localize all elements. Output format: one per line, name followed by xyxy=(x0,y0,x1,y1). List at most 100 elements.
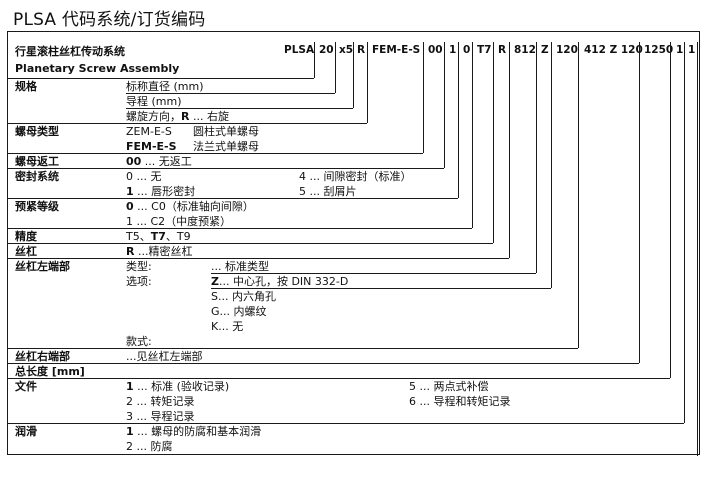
right-end-value: ...见丝杠左端部 xyxy=(126,350,203,363)
left-end-option-k: K... 无 xyxy=(211,320,244,333)
rule-diameter xyxy=(126,93,335,94)
leader-line-seal xyxy=(458,42,459,198)
leader-line-left-end-style xyxy=(578,42,579,348)
nut-rework-code: 00 xyxy=(126,155,142,168)
seal-option-5: 5 ... 刮屑片 xyxy=(299,185,357,198)
accuracy-post: 、T9 xyxy=(165,230,191,243)
rule-left-end-type xyxy=(211,273,536,274)
preload-option-0: 0 ... C0（标准轴向间隙） xyxy=(126,199,254,214)
preload-option-0-desc: ... C0（标准轴向间隙） xyxy=(133,200,254,213)
screw-code: R xyxy=(126,245,135,258)
rule-header xyxy=(8,78,314,79)
code-segment-left-end-style: 120 xyxy=(556,44,578,56)
code-segment-diameter: 20 xyxy=(319,44,334,56)
screw-desc: ...精密丝杠 xyxy=(134,245,193,258)
section-label-screw-end-left: 丝杠左端部 xyxy=(15,260,70,273)
section-label-seal: 密封系统 xyxy=(15,170,59,183)
section-label-accuracy: 精度 xyxy=(15,230,37,243)
nut-type-option2-code: FEM-E-S xyxy=(126,140,177,153)
spec-lead: 导程 (mm) xyxy=(126,95,182,108)
lube-option-1-code: 1 xyxy=(126,425,134,438)
seal-option-4: 4 ... 间隙密封（标准） xyxy=(299,170,412,183)
code-segment-left-end-type: 812 xyxy=(514,44,536,56)
code-segment-rework: 00 xyxy=(428,44,443,56)
rule-nut-type xyxy=(8,153,423,154)
leader-line-left-end-option xyxy=(551,42,552,288)
nut-type-option1-code: ZEM-E-S xyxy=(126,125,172,138)
section-label-documentation: 文件 xyxy=(15,380,37,393)
section-label-total-length: 总长度 [mm] xyxy=(15,365,85,378)
code-segment-lubrication: 1 xyxy=(688,44,696,56)
spec-diameter: 标称直径 (mm) xyxy=(126,80,204,93)
spec-direction-post: ... 右旋 xyxy=(189,110,229,123)
leader-line-direction xyxy=(367,42,368,123)
section-label-nut-rework: 螺母返工 xyxy=(15,155,59,168)
rule-seal xyxy=(8,198,458,199)
seal-option-1: 1 ... 唇形密封 xyxy=(126,184,195,199)
doc-option-2: 2 ... 转矩记录 xyxy=(126,395,195,408)
code-segment-documentation: 1 xyxy=(676,44,684,56)
left-end-type-value: ... 标准类型 xyxy=(211,260,269,273)
preload-option-0-code: 0 xyxy=(126,200,134,213)
seal-option-1-code: 1 xyxy=(126,185,134,198)
accuracy-pre: T5、 xyxy=(126,230,151,243)
nut-type-option1-desc: 圆柱式单螺母 xyxy=(193,125,259,138)
doc-option-6: 6 ... 导程和转矩记录 xyxy=(409,395,511,408)
rule-rework xyxy=(8,168,444,169)
leader-line-plsa xyxy=(314,42,315,78)
rule-left-end-option xyxy=(211,288,551,289)
left-end-style-label: 款式: xyxy=(126,335,152,348)
code-segment-seal: 1 xyxy=(449,44,457,56)
code-segment-right-end: 412 Z 120 xyxy=(584,44,643,56)
lube-option-2: 2 ... 防腐 xyxy=(126,440,173,453)
doc-option-5: 5 ... 两点式补偿 xyxy=(409,380,489,393)
doc-option-1-desc: ... 标准 (验收记录) xyxy=(133,380,230,393)
left-end-option-z-desc: ... 中心孔，按 DIN 332-D xyxy=(218,275,349,288)
page-title: PLSA 代码系统/订货编码 xyxy=(13,10,206,30)
seal-option-0: 0 ... 无 xyxy=(126,170,162,183)
leader-line-documentation xyxy=(684,42,685,423)
leader-line-preload xyxy=(472,42,473,228)
rule-screw xyxy=(8,258,509,259)
assembly-label-en: Planetary Screw Assembly xyxy=(15,62,180,75)
code-segment-accuracy: T7 xyxy=(477,44,492,56)
left-end-options-label: 选项: xyxy=(126,275,152,288)
assembly-label-zh: 行星滚柱丝杠传动系统 xyxy=(15,45,125,58)
rule-accuracy xyxy=(8,243,493,244)
nut-type-option2-desc: 法兰式单螺母 xyxy=(193,140,259,153)
section-label-screw-end-right: 丝杠右端部 xyxy=(15,350,70,363)
section-label-lubrication: 润滑 xyxy=(15,425,37,438)
left-end-type-label: 类型: xyxy=(126,260,152,273)
left-end-option-z: Z... 中心孔，按 DIN 332-D xyxy=(211,274,348,289)
preload-option-1: 1 ... C2（中度预紧） xyxy=(126,215,232,228)
ordering-code-table: 行星滚柱丝杠传动系统 Planetary Screw Assembly PLSA… xyxy=(7,31,700,456)
leader-line-accuracy xyxy=(493,42,494,243)
accuracy-selected: T7 xyxy=(150,230,166,243)
code-segment-direction: R xyxy=(357,44,366,56)
lube-option-1: 1 ... 螺母的防腐和基本润滑 xyxy=(126,424,261,439)
rule-left-end xyxy=(8,348,578,349)
accuracy-values: T5、T7、T9 xyxy=(126,229,191,244)
nut-rework-desc: ... 无返工 xyxy=(141,155,192,168)
rule-total-length xyxy=(8,378,670,379)
code-segment-screw: R xyxy=(498,44,507,56)
code-segment-lead: x5 xyxy=(339,44,354,56)
spec-direction: 螺旋方向，R ... 右旋 xyxy=(126,109,229,124)
doc-option-3: 3 ... 导程记录 xyxy=(126,410,195,423)
section-label-spec: 规格 xyxy=(15,80,37,93)
rule-documentation xyxy=(8,423,684,424)
rule-preload xyxy=(8,228,472,229)
leader-line-nut-type xyxy=(423,42,424,153)
section-label-nut-type: 螺母类型 xyxy=(15,125,59,138)
screw-value: R ...精密丝杠 xyxy=(126,244,192,259)
leader-line-left-end-type xyxy=(536,42,537,273)
leader-line-lead xyxy=(353,42,354,108)
doc-option-1: 1 ... 标准 (验收记录) xyxy=(126,379,229,394)
code-segment-preload: 0 xyxy=(463,44,471,56)
left-end-option-s: S... 内六角孔 xyxy=(211,290,276,303)
leader-line-total-length xyxy=(670,42,671,378)
lube-option-1-desc: ... 螺母的防腐和基本润滑 xyxy=(133,425,262,438)
seal-option-1-desc: ... 唇形密封 xyxy=(133,185,196,198)
left-end-option-z-code: Z xyxy=(211,275,219,288)
